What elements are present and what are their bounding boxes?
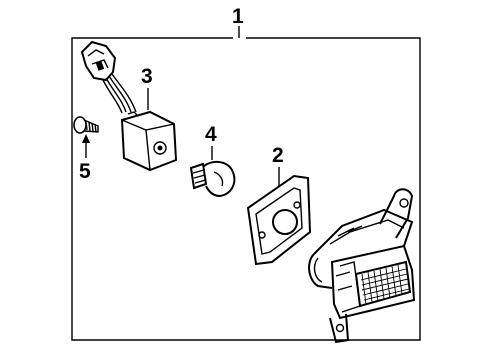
screw-icon	[73, 116, 99, 134]
socket-with-harness-icon	[80, 40, 178, 172]
callout-5: 5	[79, 134, 91, 183]
callout-3: 3	[141, 65, 153, 110]
callout-3-label: 3	[141, 65, 153, 88]
callout-1-label: 1	[232, 5, 244, 28]
callout-5-label: 5	[79, 160, 91, 183]
callout-2: 2	[272, 144, 284, 186]
lamp-assembly-icon	[308, 188, 416, 344]
gasket-icon	[246, 174, 312, 266]
lens-grid	[360, 264, 410, 305]
callout-1: 1	[232, 5, 244, 38]
callout-4: 4	[205, 123, 217, 160]
bulb-icon	[189, 160, 236, 198]
assembly-frame	[71, 37, 421, 341]
callout-2-label: 2	[272, 144, 284, 167]
callout-4-label: 4	[205, 123, 217, 146]
